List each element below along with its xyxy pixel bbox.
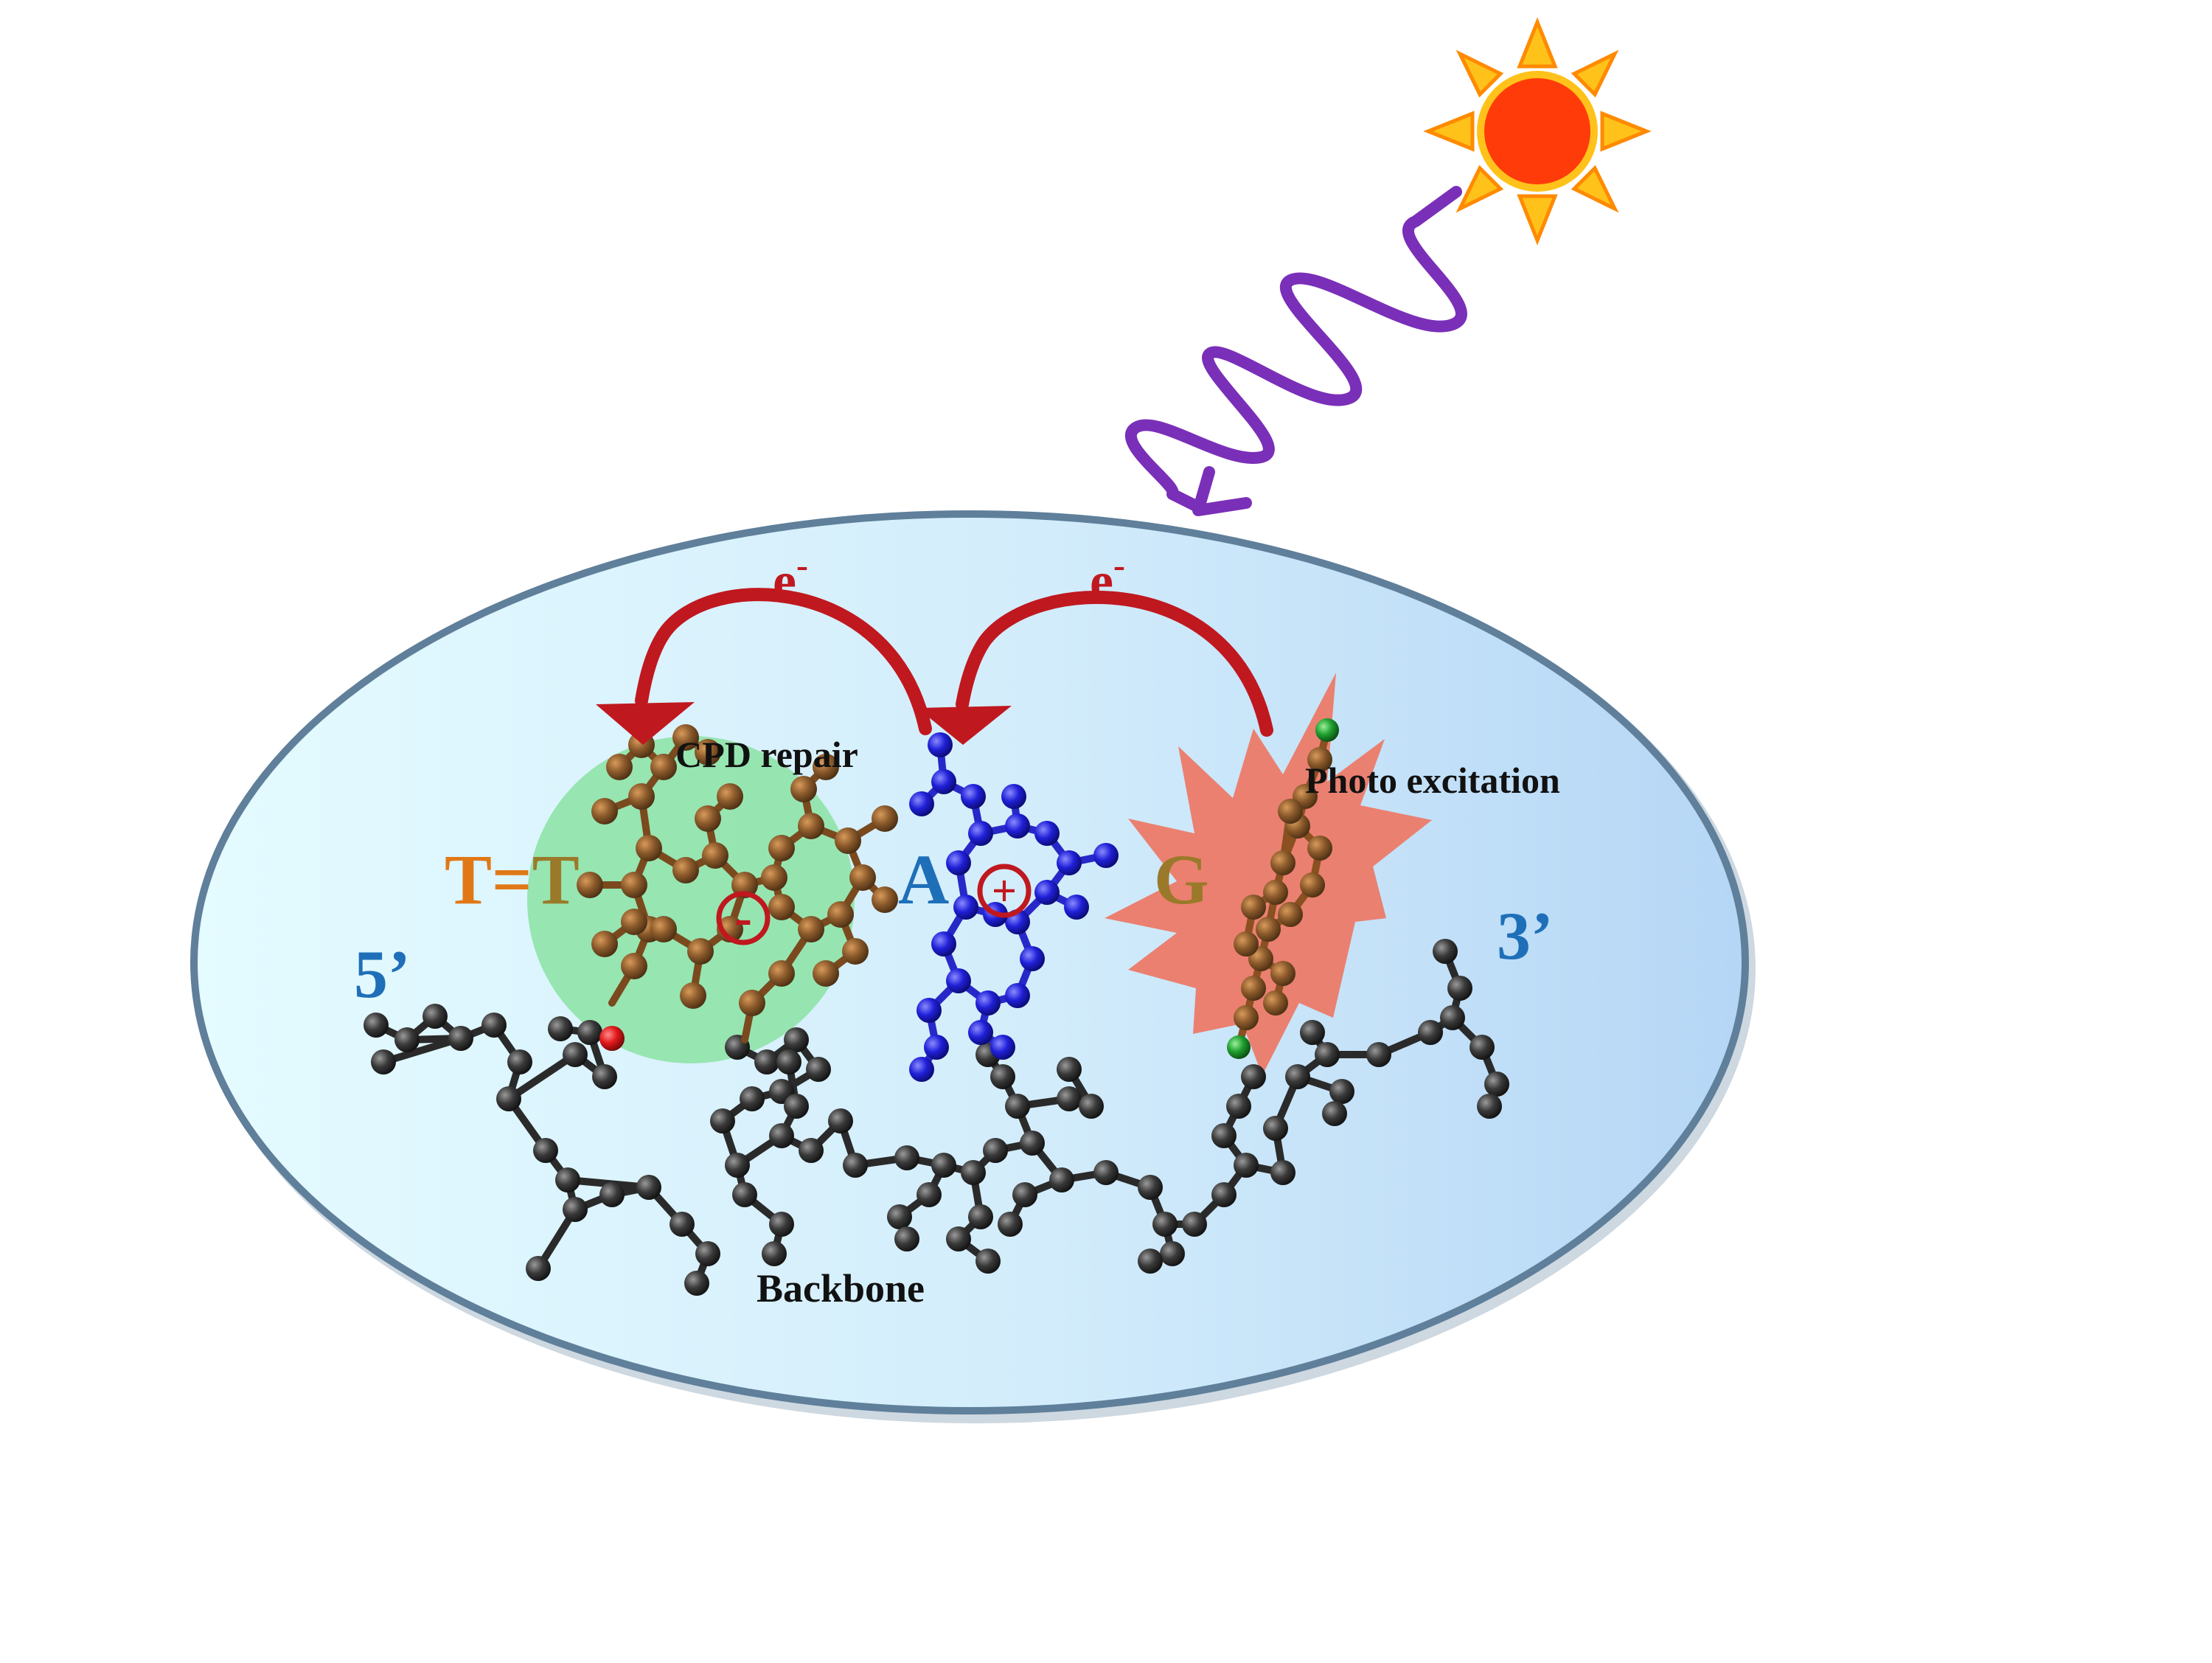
dna-backbone [364,939,1509,1296]
tt-dimer-label: T=T [445,840,580,919]
cell-ellipse [190,510,1756,1423]
electron-arrow-g-to-a-head [917,706,1012,745]
anion-sign: - [734,888,752,947]
photo-excitation-label: Photo excitation [1305,760,1560,801]
electron-arrow-a-to-tt-head [596,702,695,745]
cation-sign: + [992,867,1017,915]
sun-icon [1423,17,1652,246]
excitation-burst [1105,673,1432,1075]
electron-arrow-g-to-a [956,591,1273,737]
end-5-label: 5’ [354,937,411,1012]
anion-marker: - [716,888,771,947]
electron-label-left: e- [773,546,808,611]
electron-label-right: e- [1090,546,1125,611]
cpd-repair-label: CPD repair [675,734,858,775]
backbone-label: Backbone [757,1266,925,1310]
adenine-label: A [898,840,949,919]
photon-wave-icon [1125,186,1467,516]
electron-transfer-arrows [596,588,1273,745]
guanine-label: G [1154,840,1209,919]
end-3-label: 3’ [1497,898,1554,973]
electron-arrow-a-to-tt [635,588,932,735]
cation-marker: + [977,864,1032,918]
guanine-base [1227,718,1339,1059]
adenine-base [909,732,1119,1082]
thymine-dimer [577,724,898,1051]
